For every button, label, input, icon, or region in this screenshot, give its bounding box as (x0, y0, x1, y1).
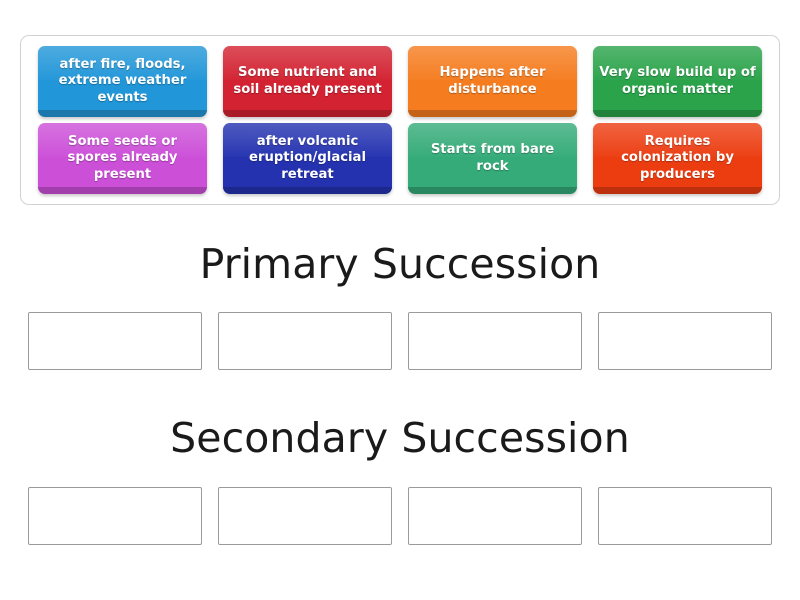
draggable-tile-7[interactable]: Starts from bare rock (408, 123, 577, 194)
dropzone-row-primary-succession (20, 312, 780, 370)
tile-slot: after fire, floods, extreme weather even… (30, 46, 215, 117)
dropzone-secondary-2[interactable] (218, 487, 392, 545)
tile-slot: Happens after disturbance (400, 46, 585, 117)
tile-slot: Some nutrient and soil already present (215, 46, 400, 117)
tile-label: Starts from bare rock (430, 142, 555, 174)
dropzone-slot (20, 312, 210, 370)
tile-label: Happens after disturbance (439, 65, 546, 97)
draggable-tile-6[interactable]: after volcanic eruption/glacial retreat (223, 123, 392, 194)
category-heading-primary-succession: Primary Succession (199, 240, 601, 288)
tile-slot: Requires colonization by producers (585, 123, 770, 194)
dropzone-slot (210, 487, 400, 545)
dropzone-slot (20, 487, 210, 545)
tile-slot: Very slow build up of organic matter (585, 46, 770, 117)
tile-slot: Some seeds or spores already present (30, 123, 215, 194)
tile-label: after fire, floods, extreme weather even… (58, 57, 187, 105)
tile-label: Requires colonization by producers (621, 134, 734, 182)
tile-slot: Starts from bare rock (400, 123, 585, 194)
dropzone-primary-3[interactable] (408, 312, 582, 370)
dropzone-row-secondary-succession (20, 487, 780, 545)
tile-bank: after fire, floods, extreme weather even… (20, 35, 780, 205)
tile-slot: after volcanic eruption/glacial retreat (215, 123, 400, 194)
dropzone-primary-4[interactable] (598, 312, 772, 370)
dropzone-slot (400, 312, 590, 370)
tile-label: Very slow build up of organic matter (599, 65, 756, 97)
dropzone-slot (590, 312, 780, 370)
draggable-tile-4[interactable]: Very slow build up of organic matter (593, 46, 762, 117)
dropzone-secondary-3[interactable] (408, 487, 582, 545)
dropzone-secondary-1[interactable] (28, 487, 202, 545)
dropzone-primary-2[interactable] (218, 312, 392, 370)
draggable-tile-5[interactable]: Some seeds or spores already present (38, 123, 207, 194)
dropzone-primary-1[interactable] (28, 312, 202, 370)
dropzone-slot (210, 312, 400, 370)
draggable-tile-8[interactable]: Requires colonization by producers (593, 123, 762, 194)
dropzone-secondary-4[interactable] (598, 487, 772, 545)
draggable-tile-3[interactable]: Happens after disturbance (408, 46, 577, 117)
category-heading-secondary-succession: Secondary Succession (170, 414, 630, 462)
draggable-tile-1[interactable]: after fire, floods, extreme weather even… (38, 46, 207, 117)
tile-label: after volcanic eruption/glacial retreat (249, 134, 366, 182)
tile-bank-row-2: Some seeds or spores already present aft… (30, 123, 770, 194)
draggable-tile-2[interactable]: Some nutrient and soil already present (223, 46, 392, 117)
tile-label: Some seeds or spores already present (67, 134, 178, 182)
dropzone-slot (400, 487, 590, 545)
dropzone-slot (590, 487, 780, 545)
tile-label: Some nutrient and soil already present (233, 65, 382, 97)
tile-bank-row-1: after fire, floods, extreme weather even… (30, 46, 770, 117)
